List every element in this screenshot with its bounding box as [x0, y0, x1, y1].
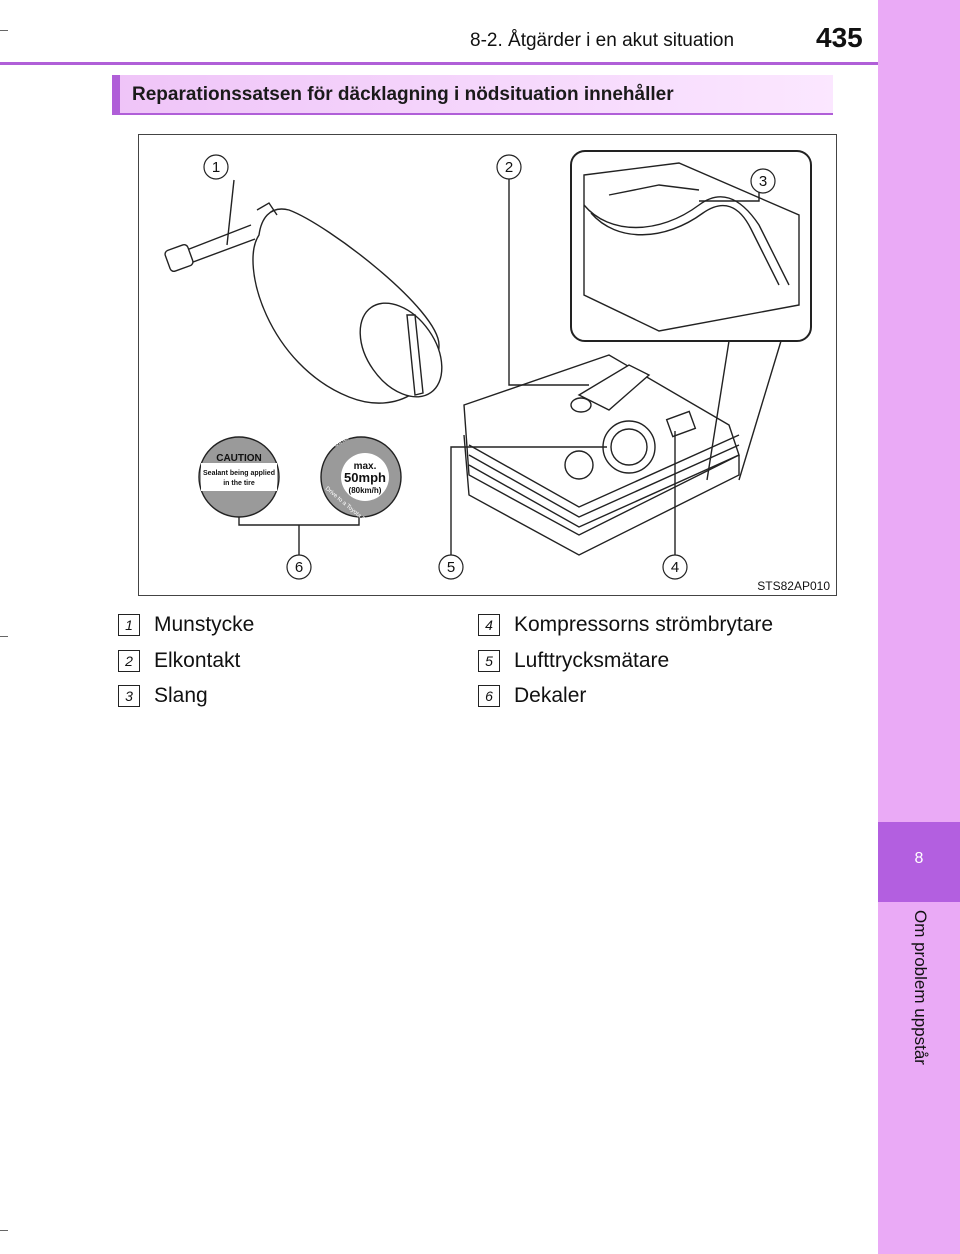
callout-6: 6: [295, 559, 303, 576]
caution-heading: CAUTION: [216, 453, 262, 464]
callout-1: 1: [212, 159, 220, 176]
callout-3: 3: [759, 173, 767, 190]
legend-label: Dekaler: [514, 684, 587, 707]
caution-line2: in the tire: [223, 480, 255, 487]
chapter-number: 8: [914, 850, 924, 867]
header-rule: [0, 62, 878, 65]
legend-item-3: 3 Slang: [118, 684, 208, 708]
speed-value: 50mph: [344, 470, 386, 485]
chapter-side-tab: [878, 0, 960, 1254]
callout-leader-1: [226, 179, 235, 246]
speed-decal-icon: max. 50mph (80km/h) Strict observance Dr…: [320, 416, 402, 532]
callout-5: 5: [447, 559, 455, 576]
legend-label: Lufttrycksmätare: [514, 649, 670, 672]
speed-max: max.: [354, 461, 377, 472]
legend-label: Kompressorns strömbrytare: [514, 613, 774, 636]
legend-label: Munstycke: [154, 613, 255, 636]
section-title-bar: Reparationssatsen för däcklagning i nöds…: [112, 75, 833, 115]
hose-inset-frame: [570, 150, 812, 342]
legend-item-5: 5 Lufttrycksmätare: [478, 649, 669, 673]
caution-decal-icon: CAUTION Sealant being applied in the tir…: [198, 436, 280, 518]
legend-item-4: 4 Kompressorns strömbrytare: [478, 613, 773, 637]
legend-num: 4: [478, 614, 500, 636]
chapter-number-box: 8: [878, 822, 960, 902]
crop-mark: [0, 30, 8, 31]
legend-item-2: 2 Elkontakt: [118, 649, 240, 673]
legend-num: 1: [118, 614, 140, 636]
crop-mark: [0, 636, 8, 637]
chapter-title: Om problem uppstår: [911, 910, 930, 1065]
header-section-title: 8-2. Åtgärder i en akut situation: [470, 30, 735, 51]
callout-leader-5: [450, 446, 607, 555]
legend-label: Slang: [154, 684, 208, 707]
figure-code: STS82AP010: [757, 579, 830, 593]
legend-item-6: 6 Dekaler: [478, 684, 586, 708]
caution-line1: Sealant being applied: [203, 470, 275, 477]
compressor-icon: [463, 354, 740, 556]
repair-kit-illustration: CAUTION Sealant being applied in the tir…: [164, 150, 812, 580]
legend-num: 6: [478, 685, 500, 707]
chapter-title-vertical: Om problem uppstår: [900, 910, 940, 1090]
callout-2: 2: [505, 159, 513, 176]
legend-num: 3: [118, 685, 140, 707]
callout-4: 4: [671, 559, 679, 576]
page-number: 435: [816, 22, 863, 53]
legend-label: Elkontakt: [154, 649, 241, 672]
repair-kit-figure: CAUTION Sealant being applied in the tir…: [138, 134, 837, 596]
speed-kmh: (80km/h): [349, 486, 382, 495]
legend-num: 5: [478, 650, 500, 672]
hose-icon: [583, 162, 800, 332]
legend-item-1: 1 Munstycke: [118, 613, 254, 637]
legend-num: 2: [118, 650, 140, 672]
section-title: Reparationssatsen för däcklagning i nöds…: [132, 84, 674, 105]
sealant-bottle-icon: [164, 202, 443, 404]
callout-leader-2: [508, 175, 589, 386]
crop-mark: [0, 1230, 8, 1231]
